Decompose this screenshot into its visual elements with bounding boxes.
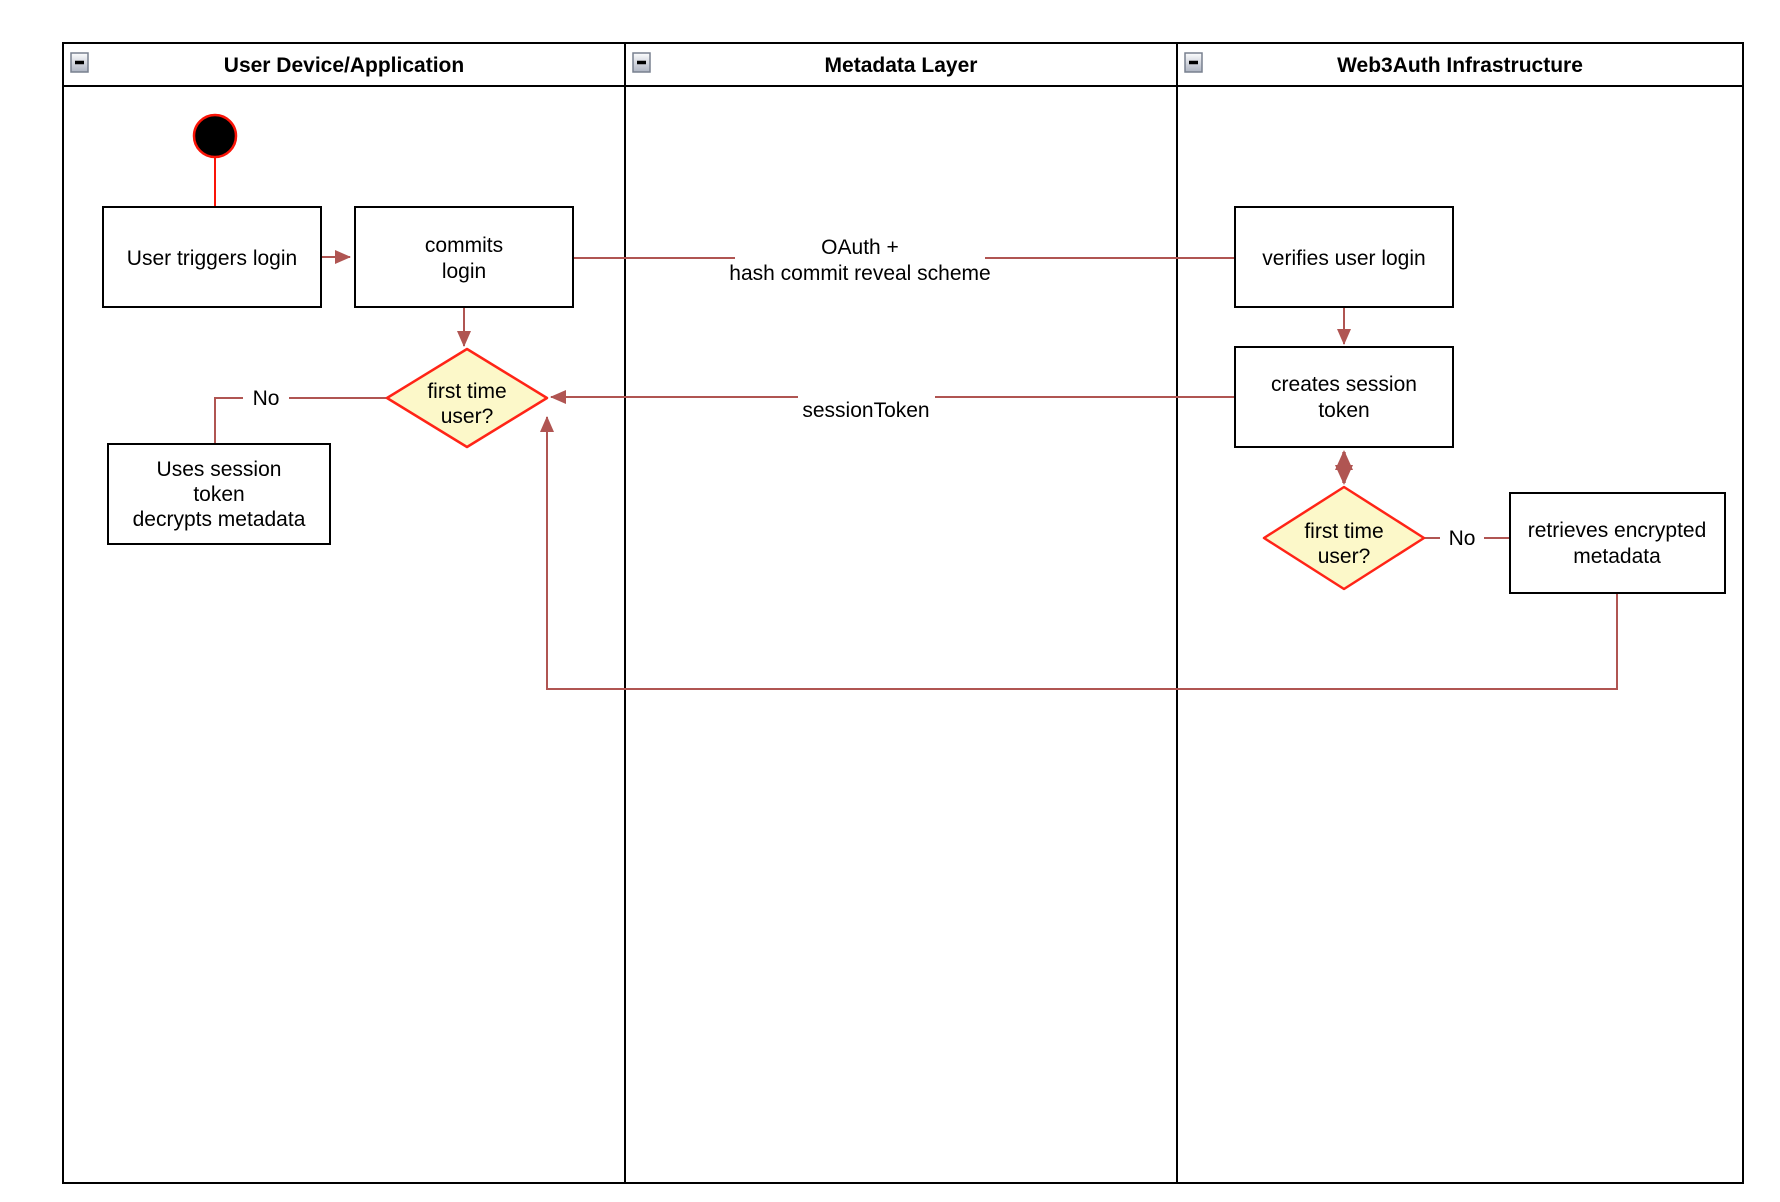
node-label-line-3: decrypts metadata [133,508,306,531]
edge-label-session-token: sessionToken [798,393,935,423]
initial-state-node [192,113,238,159]
decision-label-line-2: user? [441,405,494,428]
node-label-line-2: login [442,260,486,283]
decision-label-line-1: first time [427,380,506,403]
node-label-line-2: token [1318,399,1369,422]
action-node-creates-session-token: creates session token [1234,346,1454,448]
node-box [1509,492,1726,594]
edge-retrieves-return-to-decision-1 [540,416,1618,690]
decision-label-line-2: user? [1318,545,1371,568]
node-label-line-2: metadata [1573,545,1661,568]
node-label-line-1: retrieves encrypted [1528,519,1707,542]
oauth-label-line-1: OAuth + [821,236,899,259]
node-label-line-1: Uses session [157,458,282,481]
session-token-label: sessionToken [802,399,929,422]
edge-label-background [1440,524,1484,551]
edge-decision-1-no-to-uses-session [214,397,387,443]
action-node-verifies-user-login: verifies user login [1234,206,1454,308]
node-box [107,443,331,545]
lane-header-metadata-layer: Metadata Layer [632,52,978,77]
action-node-commits-login: commits login [354,206,574,308]
decision-node-first-time-user-1: first time user? [385,347,549,449]
action-node-user-triggers-login: User triggers login [102,206,322,308]
node-box [1234,206,1454,308]
node-box [102,206,322,308]
node-label-line-2: token [193,483,244,506]
node-label: verifies user login [1262,247,1425,270]
lane-header-user-device: User Device/Application [70,52,464,77]
lane-title-user-device: User Device/Application [224,54,464,77]
edge-label-background [798,393,935,423]
decision-node-first-time-user-2: first time user? [1262,485,1426,591]
action-node-retrieves-encrypted-metadata: retrieves encrypted metadata [1509,492,1726,594]
oauth-label-line-2: hash commit reveal scheme [729,262,990,285]
no-label-1: No [253,387,280,410]
decision-diamond [1262,485,1426,591]
lane-title-metadata-layer: Metadata Layer [825,54,978,77]
node-box [1234,346,1454,448]
no-label-2: No [1449,527,1476,550]
node-label-line-1: commits [425,234,503,257]
swimlane-pool [62,42,1744,1184]
decision-diamond [385,347,549,449]
node-label: User triggers login [127,247,297,270]
edge-label-oauth: OAuth + hash commit reveal scheme [729,230,991,285]
collapse-lane-button[interactable] [1184,52,1203,73]
lane-title-web3auth: Web3Auth Infrastructure [1337,54,1583,77]
collapse-lane-button[interactable] [70,52,89,73]
edge-label-background [243,384,289,411]
lane-header-web3auth: Web3Auth Infrastructure [1184,52,1583,77]
node-label-line-1: creates session [1271,373,1417,396]
edge-label-no-1: No [243,384,289,411]
node-box [354,206,574,308]
decision-label-line-1: first time [1304,520,1383,543]
collapse-lane-button[interactable] [632,52,651,73]
edge-label-background [735,230,985,285]
edge-label-no-2: No [1440,524,1484,551]
action-node-uses-session-token: Uses session token decrypts metadata [107,443,331,545]
